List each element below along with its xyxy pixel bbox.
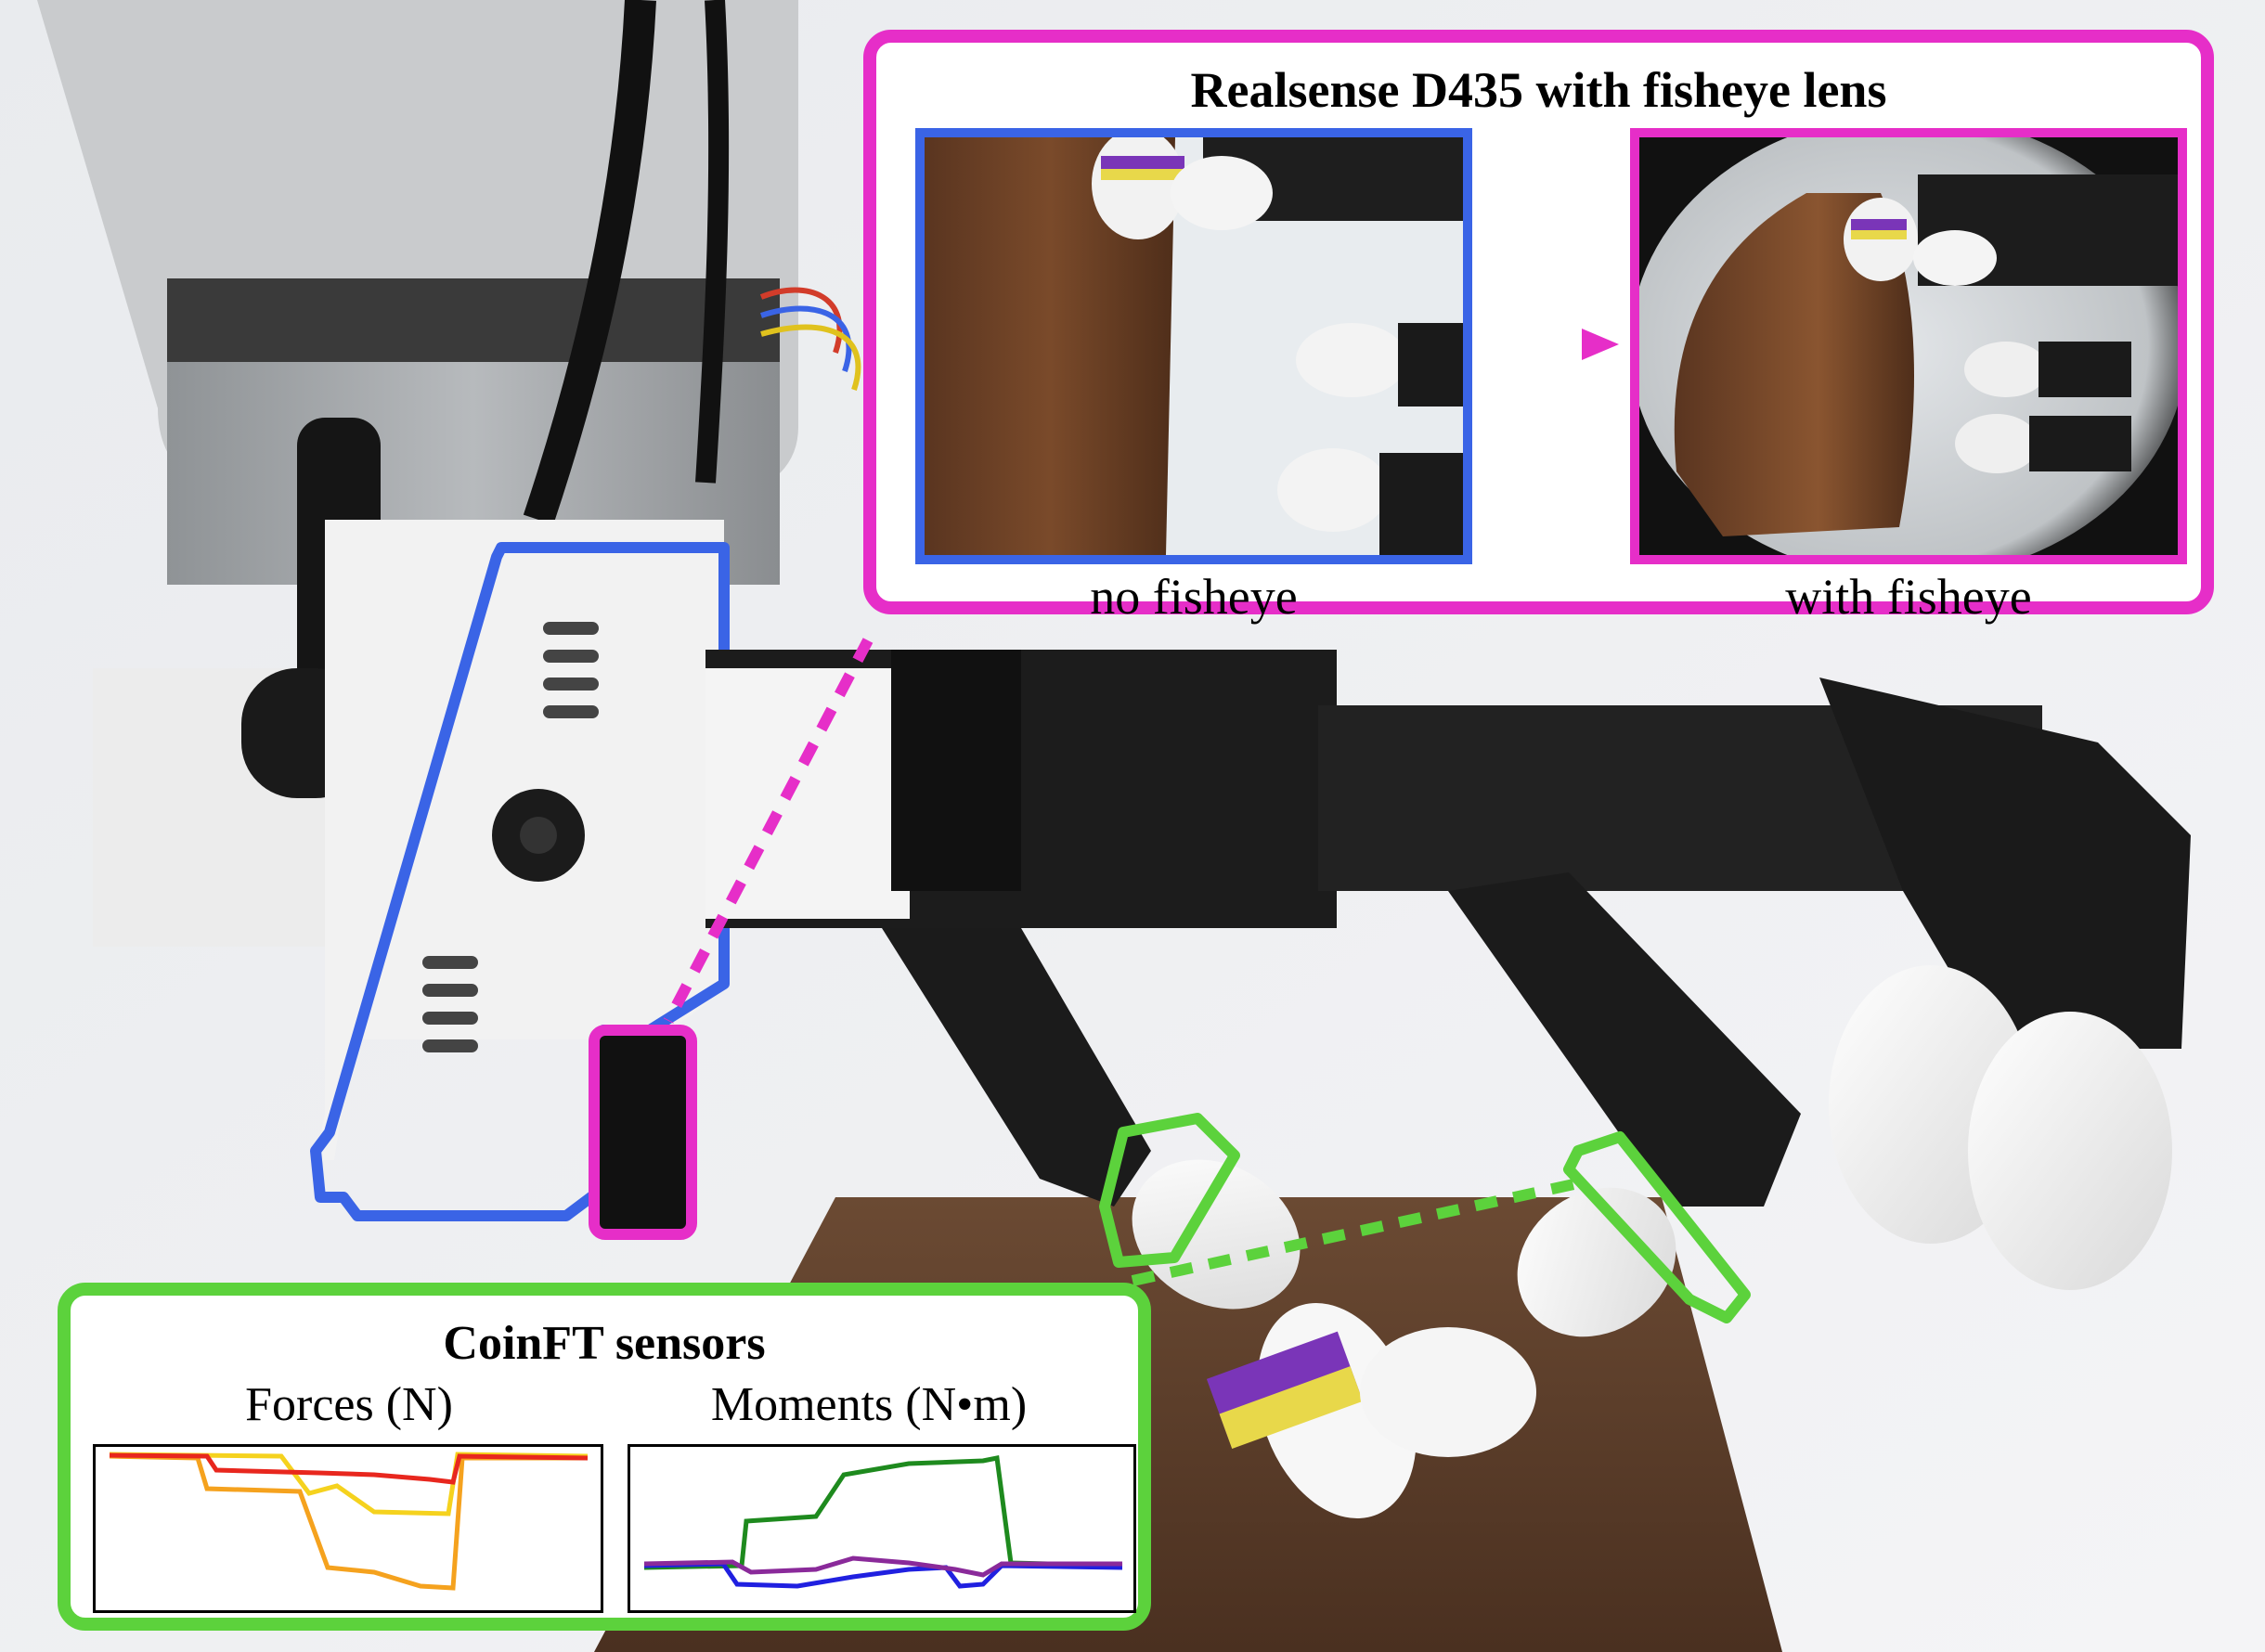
force-yellow-line [109,1452,589,1516]
coinft-panel: CoinFT sensors Forces (N) Moments (N•m) [58,1283,1151,1631]
arrow-right-icon [1484,329,1619,360]
with-fisheye-caption: with fisheye [1785,569,2032,625]
force-red-line [109,1452,589,1485]
forces-label: Forces (N) [245,1378,453,1431]
force-orange-line [109,1453,588,1591]
moment-blue-line [643,1561,1123,1589]
moment-green-line [643,1455,1123,1570]
moments-label: Moments (N•m) [710,1378,1028,1431]
with-fisheye-image [1630,128,2187,564]
forces-plot [93,1444,603,1613]
realsense-panel: Realsense D435 with fisheye lens [863,30,2214,625]
no-fisheye-caption: no fisheye [1090,569,1298,625]
moments-plot [628,1444,1136,1613]
moment-purple-line [643,1555,1122,1578]
coinft-title: CoinFT sensors [443,1317,766,1370]
realsense-title: Realsense D435 with fisheye lens [1190,62,1887,118]
no-fisheye-image [915,128,1472,564]
